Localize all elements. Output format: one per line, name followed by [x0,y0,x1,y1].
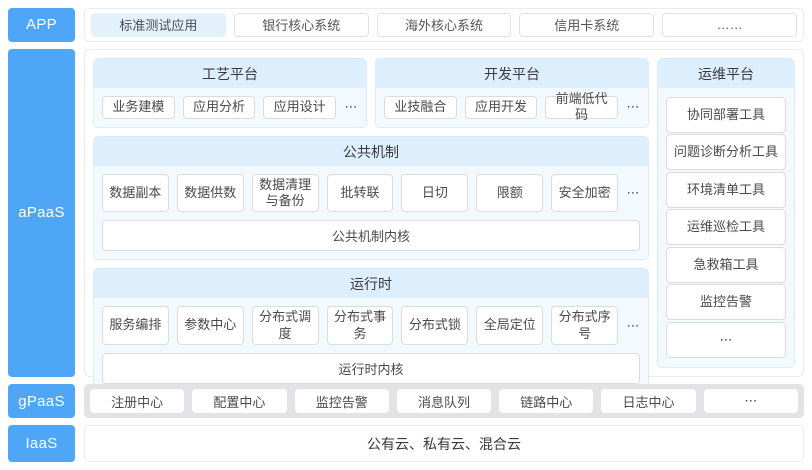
common-mechanism-kernel-bar: 公共机制内核 [102,220,640,252]
iaas-cloud-box: 公有云、私有云、混合云 [84,425,804,462]
gpaas-item-monitoring-alert: 监控告警 [294,388,389,414]
craft-more-ellipsis: ⋯ [344,99,358,115]
craft-platform-title: 工艺平台 [94,58,366,88]
dev-item-frontend-lowcode: 前端低代码 [545,91,619,122]
dev-platform-panel: 开发平台 业技融合 应用开发 前端低代码 ⋯ [375,57,649,128]
runtime-title: 运行时 [94,269,648,299]
gpaas-item-trace-center: 链路中心 [499,388,594,414]
app-item-more[interactable]: …… [662,13,797,37]
app-item-overseas-core[interactable]: 海外核心系统 [376,13,512,37]
runtime-items: 服务编排 参数中心 分布式调度 分布式事务 分布式锁 全局定位 分布式序号 ⋯ [94,298,648,353]
common-item-day-cutover: 日切 [401,173,469,213]
runtime-item-distributed-sequence: 分布式序号 [551,306,619,345]
dev-item-app-dev: 应用开发 [464,95,538,119]
app-band: APP 标准测试应用 银行核心系统 海外核心系统 信用卡系统 …… [8,8,804,42]
iaas-band: IaaS 公有云、私有云、混合云 [8,425,804,462]
common-mechanism-title: 公共机制 [94,136,648,166]
common-item-security-encryption: 安全加密 [551,173,619,213]
gpaas-item-config-center: 配置中心 [192,388,287,414]
gpaas-item-message-queue: 消息队列 [396,388,492,414]
craft-item-business-modeling: 业务建模 [102,95,175,119]
dev-item-biz-tech-fusion: 业技融合 [384,95,457,119]
apaas-left-column: 工艺平台 业务建模 应用分析 应用设计 ⋯ 开发平台 业技融合 应用开发 [93,57,649,393]
apaas-band-label: aPaaS [8,48,75,377]
runtime-item-service-orchestration: 服务编排 [102,306,169,345]
dev-more-ellipsis: ⋯ [626,99,640,115]
ops-item-env-inventory-tool: 环境清单工具 [666,171,786,208]
gpaas-band-label: gPaaS [8,383,75,419]
runtime-item-distributed-transaction: 分布式事务 [326,306,394,345]
runtime-item-parameter-center: 参数中心 [176,306,244,345]
gpaas-item-registry-center: 注册中心 [90,388,185,414]
ops-item-collab-deploy-tool: 协同部署工具 [666,96,786,133]
app-item-standard-test[interactable]: 标准测试应用 [91,13,226,37]
runtime-item-global-positioning: 全局定位 [476,306,544,345]
dev-platform-items: 业技融合 应用开发 前端低代码 ⋯ [376,88,648,127]
runtime-item-distributed-lock: 分布式锁 [401,306,469,345]
common-item-quota: 限额 [476,173,544,213]
ops-platform-panel: 运维平台 协同部署工具 问题诊断分析工具 环境清单工具 运维巡检工具 急救箱工具… [657,57,795,368]
ops-platform-items: 协同部署工具 问题诊断分析工具 环境清单工具 运维巡检工具 急救箱工具 监控告警… [658,88,794,367]
apaas-container: 工艺平台 业务建模 应用分析 应用设计 ⋯ 开发平台 业技融合 应用开发 [84,48,804,393]
ops-item-inspection-tool: 运维巡检工具 [666,209,786,246]
runtime-more-ellipsis: ⋯ [626,317,640,333]
runtime-kernel-bar: 运行时内核 [102,352,640,384]
app-item-bank-core[interactable]: 银行核心系统 [233,13,369,37]
craft-platform-items: 业务建模 应用分析 应用设计 ⋯ [94,88,366,127]
runtime-item-distributed-scheduling: 分布式调度 [251,306,319,345]
dev-platform-title: 开发平台 [376,58,648,88]
common-item-batch-online: 批转联 [326,173,394,213]
gpaas-item-log-center: 日志中心 [601,388,696,414]
app-band-label: APP [8,8,75,42]
ops-item-problem-diagnosis-tool: 问题诊断分析工具 [666,134,786,171]
ops-item-first-aid-kit-tool: 急救箱工具 [666,246,786,283]
common-item-data-cleanup-backup: 数据清理与备份 [251,173,319,213]
gpaas-band: gPaaS 注册中心 配置中心 监控告警 消息队列 链路中心 日志中心 ⋯ [8,383,804,419]
common-item-data-replica: 数据副本 [102,173,169,213]
ops-platform-title: 运维平台 [658,58,794,88]
iaas-band-label: IaaS [8,425,75,462]
apaas-top-row: 工艺平台 业务建模 应用分析 应用设计 ⋯ 开发平台 业技融合 应用开发 [93,57,649,128]
gpaas-item-more: ⋯ [703,388,798,414]
apaas-band: aPaaS 工艺平台 业务建模 应用分析 应用设计 ⋯ 开发平台 [8,48,804,393]
common-more-ellipsis: ⋯ [626,185,640,201]
ops-item-more: ⋯ [666,321,786,358]
common-mechanism-items: 数据副本 数据供数 数据清理与备份 批转联 日切 限额 安全加密 ⋯ [94,166,648,221]
common-mechanism-panel: 公共机制 数据副本 数据供数 数据清理与备份 批转联 日切 限额 安全加密 ⋯ … [93,135,649,261]
common-item-data-supply: 数据供数 [176,173,244,213]
runtime-panel: 运行时 服务编排 参数中心 分布式调度 分布式事务 分布式锁 全局定位 分布式序… [93,268,649,393]
craft-item-app-analysis: 应用分析 [182,95,256,119]
gpaas-items-container: 注册中心 配置中心 监控告警 消息队列 链路中心 日志中心 ⋯ [84,383,804,419]
ops-item-monitoring-alert: 监控告警 [666,284,786,321]
app-item-credit-card[interactable]: 信用卡系统 [519,13,655,37]
craft-item-app-design: 应用设计 [263,95,337,119]
app-items-container: 标准测试应用 银行核心系统 海外核心系统 信用卡系统 …… [84,8,804,42]
craft-platform-panel: 工艺平台 业务建模 应用分析 应用设计 ⋯ [93,57,367,128]
